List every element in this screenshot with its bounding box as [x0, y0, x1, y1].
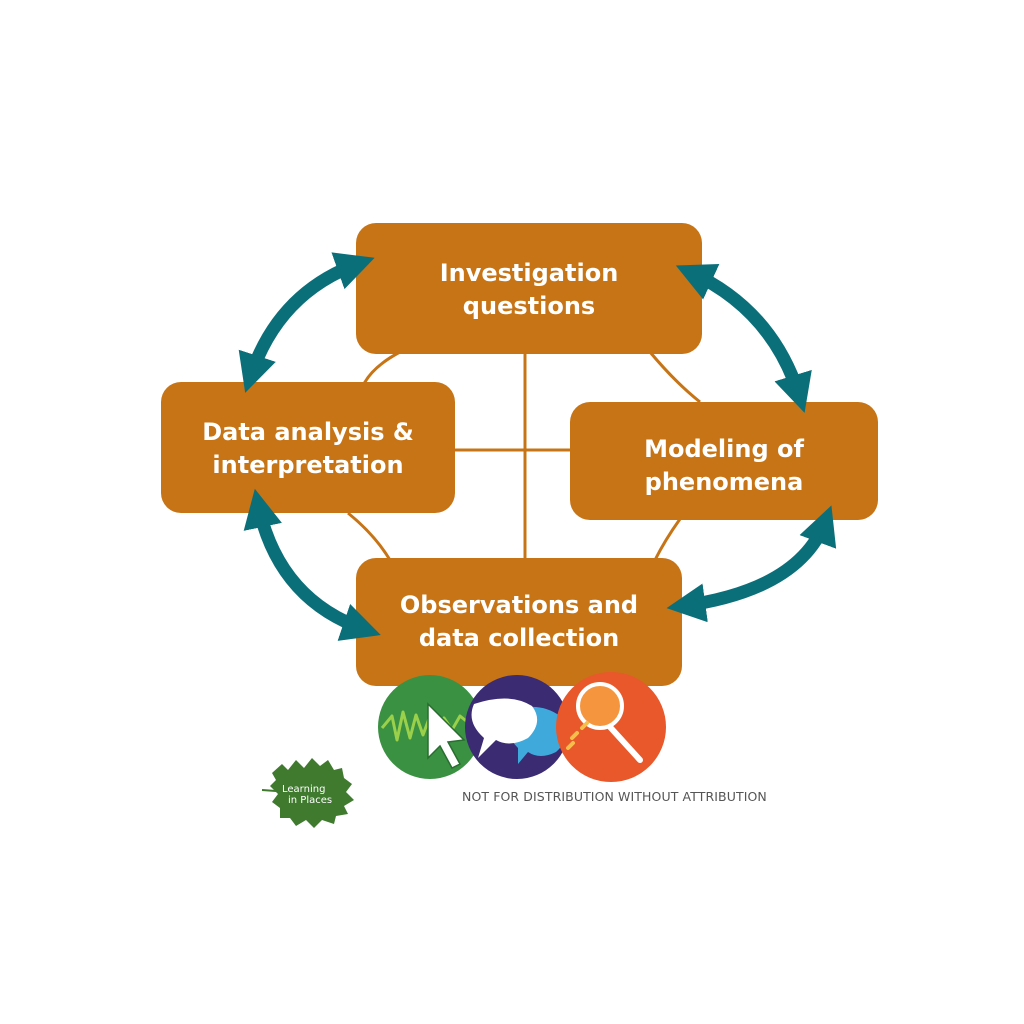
analysis-label-line1: Data analysis & [202, 418, 414, 446]
arc-bottom-left [347, 511, 392, 561]
arrow-investigation-modeling [675, 264, 812, 413]
observations-node: Observations and data collection [356, 558, 682, 686]
observations-box [356, 558, 682, 686]
modeling-label-line2: phenomena [645, 468, 804, 496]
analysis-box [161, 382, 455, 513]
investigation-questions-node: Investigation questions [356, 223, 702, 354]
data-graph-cursor-icon [378, 675, 482, 779]
arrow-modeling-observations [666, 505, 837, 623]
modeling-box [570, 402, 878, 520]
data-analysis-node: Data analysis & interpretation [161, 382, 455, 513]
logo-line1: Learning [282, 784, 325, 795]
modeling-label-line1: Modeling of [644, 435, 804, 463]
logo-line2: in Places [288, 795, 332, 806]
investigation-label-line2: questions [463, 292, 595, 320]
arc-bottom-right [653, 518, 682, 561]
analysis-label-line2: interpretation [212, 451, 403, 479]
magnifying-glass-icon [556, 672, 666, 782]
attribution-notice: NOT FOR DISTRIBUTION WITHOUT ATTRIBUTION [462, 789, 767, 804]
arrow-analysis-investigation [238, 252, 375, 393]
learning-in-places-logo: Learning in Places [261, 758, 354, 828]
arc-top-right [648, 351, 701, 404]
arrow-observations-analysis [243, 488, 381, 641]
investigation-box [356, 223, 702, 354]
investigation-label-line1: Investigation [440, 259, 619, 287]
modeling-node: Modeling of phenomena [570, 402, 878, 520]
observations-label-line1: Observations and [400, 591, 638, 619]
speech-bubbles-icon [465, 675, 569, 779]
cycle-arrows [238, 252, 837, 641]
observations-label-line2: data collection [419, 624, 619, 652]
